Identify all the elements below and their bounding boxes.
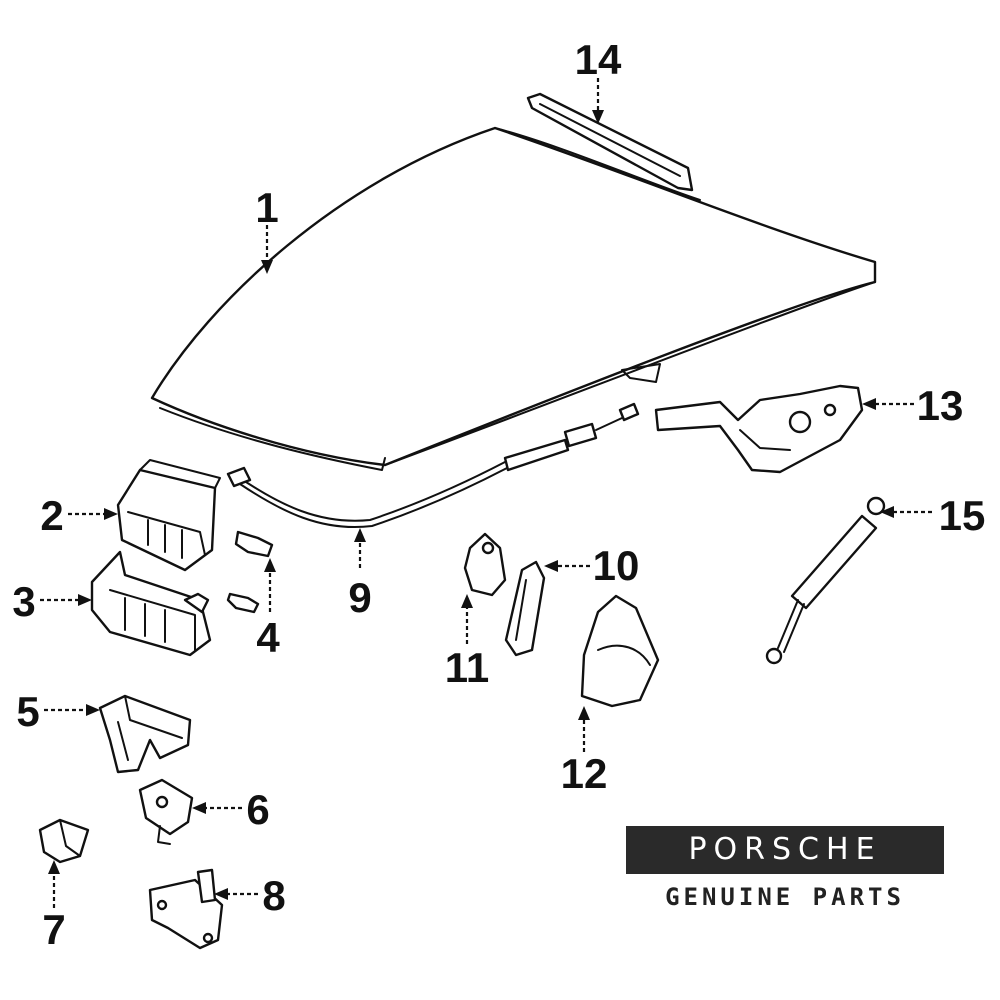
callout-13: 13 (917, 382, 964, 429)
striker-bracket (148, 868, 224, 950)
mounting-bracket (98, 694, 192, 774)
callout-2: 2 (40, 492, 63, 539)
callout-15: 15 (939, 492, 986, 539)
callout-10: 10 (593, 542, 640, 589)
gas-strut (765, 496, 886, 665)
porsche-genuine-parts-badge: PORSCHE GENUINE PARTS (626, 826, 944, 914)
hinge-cover (580, 594, 660, 708)
latch-catch (138, 778, 194, 845)
callout-12: 12 (561, 750, 608, 797)
callout-1: 1 (255, 184, 278, 231)
hood-lock-assembly (116, 459, 221, 572)
callout-5: 5 (16, 688, 39, 735)
callout-11: 11 (445, 644, 489, 691)
callout-6: 6 (246, 786, 269, 833)
genuine-parts-label: GENUINE PARTS (665, 883, 905, 911)
hood-seal-strip (526, 92, 694, 192)
hinge-arm (504, 560, 546, 657)
clip-fasteners (226, 530, 274, 614)
callout-7: 7 (42, 906, 65, 953)
porsche-logo: PORSCHE (626, 826, 944, 874)
callout-8: 8 (262, 872, 285, 919)
leader-lines (40, 78, 932, 908)
callout-3: 3 (12, 578, 35, 625)
lock-bracket (90, 550, 212, 657)
callout-4: 4 (256, 614, 280, 661)
callout-9: 9 (348, 574, 371, 621)
hinge-plate (463, 532, 507, 597)
hood-panel (150, 126, 877, 471)
release-cable (226, 402, 640, 528)
callout-14: 14 (575, 36, 622, 83)
hood-hinge-assembly (654, 384, 864, 474)
rubber-buffer (38, 818, 90, 864)
